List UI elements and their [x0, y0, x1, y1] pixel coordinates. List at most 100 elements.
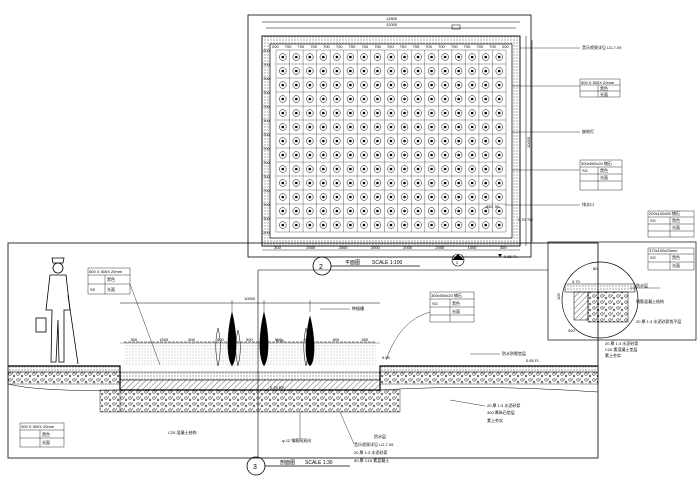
callout-drain-table: 300x500x20 铺石 SG 黑色 光面 — [512, 159, 623, 191]
callout-stone-size: 500 X 500X 20mm — [581, 80, 615, 85]
nozzle-core — [457, 97, 460, 101]
fountain-nozzle — [360, 81, 368, 89]
fountain-nozzle — [468, 109, 476, 117]
plan-title: 平面图 — [345, 260, 360, 266]
nozzle-core — [349, 125, 352, 129]
nozzle-core — [294, 153, 298, 157]
fountain-nozzle — [333, 193, 341, 201]
fountain-nozzle — [306, 67, 314, 75]
detail-table-color: 黑色 — [672, 217, 680, 223]
plan-spacing-label-left: 700 — [263, 160, 270, 165]
fountain-nozzle — [414, 193, 422, 201]
fountain-nozzle — [306, 165, 314, 173]
nozzle-core — [322, 111, 325, 115]
nozzle-core — [416, 153, 420, 157]
plan-bottom-dim: 300 — [274, 245, 281, 250]
fountain-nozzle — [414, 151, 422, 159]
section-mid-color: 黑色 — [452, 300, 460, 306]
fountain-nozzle — [373, 151, 382, 159]
nozzle-core — [403, 69, 406, 73]
nozzle-core — [281, 223, 285, 227]
section-level-bottom: 0.25 BP — [270, 385, 285, 390]
nozzle-core — [457, 195, 460, 199]
fountain-nozzle — [279, 95, 287, 103]
fountain-nozzle — [346, 109, 355, 117]
fountain-nozzle — [468, 221, 476, 229]
fountain-nozzle — [360, 221, 368, 229]
plan-spacing-label: 700 — [298, 44, 305, 49]
fountain-nozzle — [292, 95, 300, 103]
section-mid-table: 300x500x20 铺石 SG 黑色 光面 — [385, 291, 475, 361]
nozzle-core — [308, 69, 312, 73]
nozzle-core — [484, 139, 488, 143]
fountain-nozzle — [427, 81, 436, 89]
nozzle-core — [322, 209, 325, 213]
plan-dim-outer: 12800 — [386, 16, 398, 21]
fountain-nozzle — [346, 179, 355, 187]
fountain-nozzle — [454, 221, 463, 229]
nozzle-core — [362, 111, 366, 115]
fountain-nozzle — [427, 221, 436, 229]
fountain-nozzle — [306, 123, 314, 131]
fountain-nozzle — [333, 67, 341, 75]
fountain-nozzle — [306, 221, 314, 229]
nozzle-core — [322, 153, 325, 157]
fountain-nozzle — [346, 81, 355, 89]
fountain-nozzle — [441, 123, 449, 131]
fountain-nozzle — [427, 193, 436, 201]
fountain-nozzle — [482, 53, 490, 61]
fountain-nozzle — [414, 109, 422, 117]
nozzle-core — [457, 181, 460, 185]
fountain-nozzle — [400, 109, 409, 117]
nozzle-core — [443, 223, 447, 227]
fountain-nozzle — [279, 221, 287, 229]
nozzle-core — [470, 209, 474, 213]
plan-spacing-label-left: 700 — [263, 202, 270, 207]
nozzle-core — [403, 139, 406, 143]
section-callout-right-1: 20 厚 1:3 水泥砂浆 — [487, 402, 520, 408]
fountain-nozzle — [495, 137, 503, 145]
fountain-nozzle — [319, 151, 328, 159]
nozzle-core — [322, 97, 325, 101]
fountain-nozzle — [333, 165, 341, 173]
fountain-nozzle — [346, 207, 355, 215]
nozzle-core — [430, 181, 433, 185]
nozzle-core — [430, 223, 433, 227]
plan-spacing-label-left: 700 — [263, 118, 270, 123]
nozzle-core — [376, 167, 379, 171]
person-figure — [35, 257, 79, 365]
nozzle-core — [484, 97, 488, 101]
fountain-nozzle — [373, 53, 382, 61]
nozzle-core — [349, 69, 352, 73]
nozzle-core — [281, 111, 285, 115]
fountain-nozzle — [495, 123, 503, 131]
nozzle-core — [430, 209, 433, 213]
fountain-nozzle — [454, 67, 463, 75]
nozzle-core — [470, 111, 474, 115]
fountain-nozzle — [360, 179, 368, 187]
fountain-nozzle — [482, 207, 490, 215]
nozzle-core — [470, 69, 474, 73]
fountain-nozzle — [387, 95, 395, 103]
nozzle-core — [335, 167, 339, 171]
nozzle-core — [322, 139, 325, 143]
fountain-nozzle — [468, 95, 476, 103]
nozzle-core — [376, 69, 379, 73]
nozzle-core — [457, 55, 460, 59]
section-mid-finish: 光面 — [452, 308, 460, 314]
nozzle-core — [281, 83, 285, 87]
fountain-nozzle — [292, 123, 300, 131]
detail-dim-3: 300 — [568, 328, 575, 333]
nozzle-core — [497, 209, 501, 213]
nozzle-core — [457, 223, 460, 227]
fountain-nozzle — [482, 179, 490, 187]
nozzle-core — [403, 97, 406, 101]
section-sub-dim: 800 — [333, 337, 340, 342]
fountain-nozzle — [414, 81, 422, 89]
nozzle-core — [470, 55, 474, 59]
nozzle-core — [497, 153, 501, 157]
fountain-nozzle — [468, 123, 476, 131]
fountain-nozzle — [387, 165, 395, 173]
fountain-nozzle — [387, 81, 395, 89]
